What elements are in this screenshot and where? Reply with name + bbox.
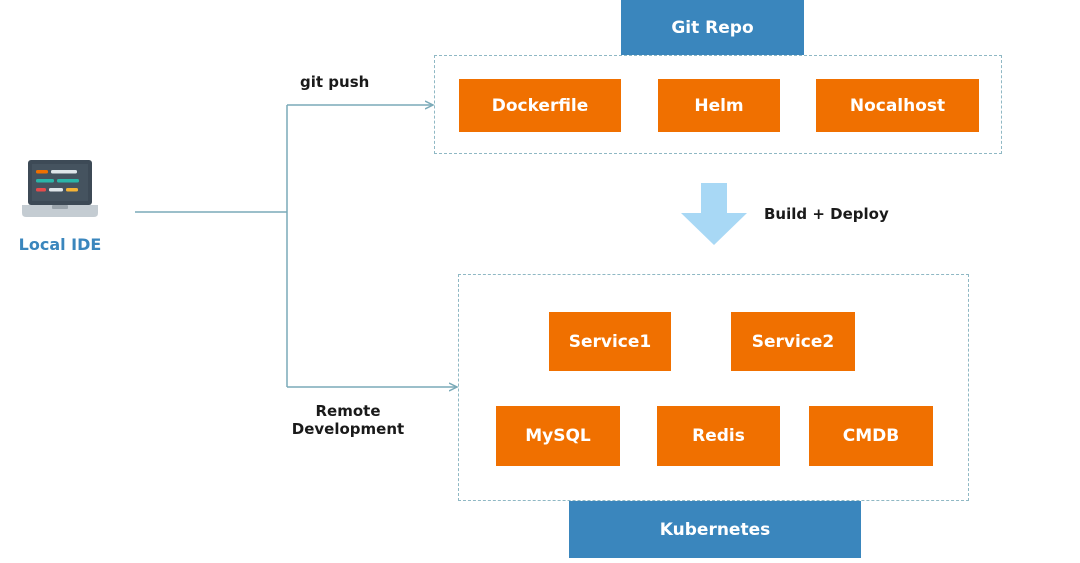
- remote-development-label: Remote Development: [283, 402, 413, 438]
- remote-label-line1: Remote: [315, 402, 381, 420]
- nocalhost-node: Nocalhost: [816, 79, 979, 132]
- git-repo-header: Git Repo: [621, 0, 804, 55]
- service2-node: Service2: [731, 312, 855, 371]
- dockerfile-node: Dockerfile: [459, 79, 621, 132]
- service1-node: Service1: [549, 312, 671, 371]
- git-push-label: git push: [300, 73, 370, 91]
- redis-node: Redis: [657, 406, 780, 466]
- build-deploy-label: Build + Deploy: [764, 205, 889, 223]
- kubernetes-group: [458, 274, 969, 501]
- mysql-node: MySQL: [496, 406, 620, 466]
- helm-node: Helm: [658, 79, 780, 132]
- git-repo-group: [434, 55, 1002, 154]
- build-deploy-arrow-icon: [681, 183, 747, 245]
- local-ide-label: Local IDE: [18, 235, 102, 254]
- kubernetes-header: Kubernetes: [569, 501, 861, 558]
- remote-label-line2: Development: [291, 420, 405, 438]
- cmdb-node: CMDB: [809, 406, 933, 466]
- laptop-code-icon: [22, 160, 98, 217]
